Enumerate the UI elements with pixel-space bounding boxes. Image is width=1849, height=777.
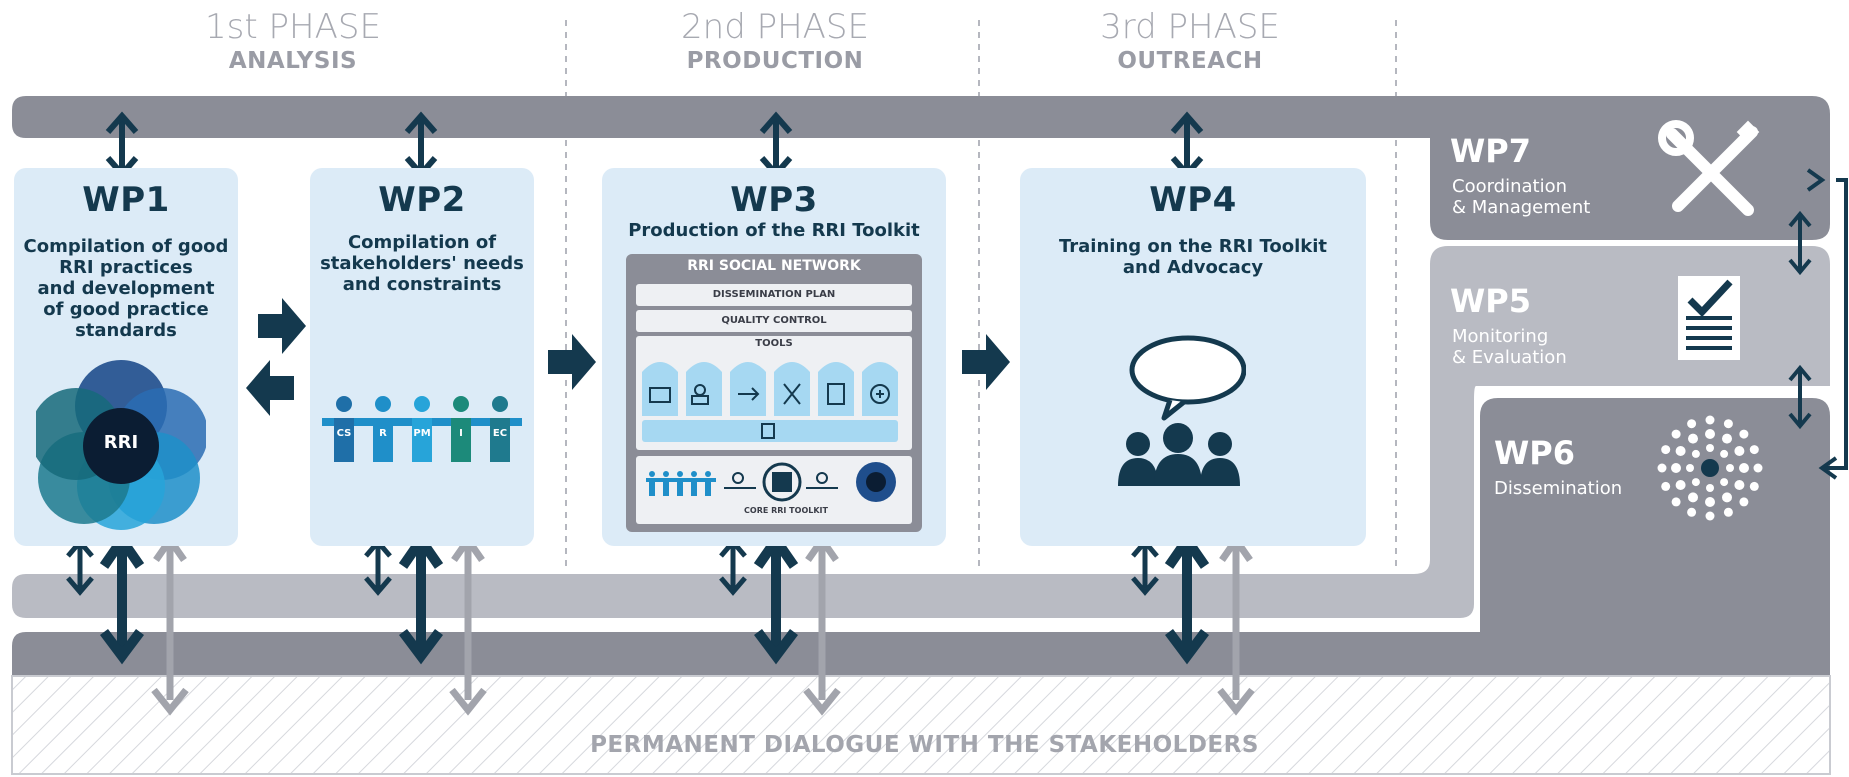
phase-2-header: 2nd PHASE PRODUCTION — [670, 8, 880, 76]
phase-3-number: 3rd PHASE — [1100, 7, 1280, 47]
wp2-card: WP2 Compilation of stakeholders' needs a… — [310, 168, 534, 546]
wp6-title: WP6 — [1494, 434, 1576, 472]
rri-logo-text: RRI — [103, 432, 139, 453]
core-toolkit-diagram — [646, 462, 896, 502]
flow-arrows — [246, 298, 1010, 416]
wp2-desc-line: and constraints — [342, 274, 502, 295]
phase-1-name: ANALYSIS — [228, 48, 358, 74]
wp1-desc-line: of good practice — [43, 299, 209, 320]
wp2-title: WP2 — [378, 180, 466, 220]
wp1-title: WP1 — [82, 180, 170, 220]
wp2-desc-line: Compilation of — [347, 232, 497, 253]
wp5-desc-line: Monitoring — [1452, 326, 1549, 347]
stakeholder-label: PM — [413, 428, 431, 439]
wp7-desc-line: Coordination — [1452, 176, 1568, 197]
wp7-band — [12, 96, 1830, 240]
wp1-desc-line: RRI practices — [59, 257, 193, 278]
wp3-title: WP3 — [730, 180, 818, 220]
wp1-desc-line: and development — [37, 278, 215, 299]
wp7-desc-line: & Management — [1452, 197, 1591, 218]
wp4-desc-line: and Advocacy — [1122, 257, 1264, 278]
wp5-band — [12, 246, 1830, 618]
toolkit-core-label: CORE RRI TOOLKIT — [744, 506, 828, 515]
stakeholder-label: CS — [336, 428, 352, 439]
wp5-desc-line: & Evaluation — [1452, 347, 1567, 368]
stakeholder-label: EC — [492, 428, 508, 439]
toolkit-row: QUALITY CONTROL — [636, 310, 912, 332]
wp5-description: Monitoring & Evaluation — [1452, 326, 1567, 368]
stakeholders-group-icon — [322, 396, 522, 462]
side-connectors — [1788, 168, 1848, 480]
wp1-description: Compilation of good RRI practices and de… — [20, 236, 232, 341]
wp4-desc-line: Training on the RRI Toolkit — [1058, 236, 1327, 257]
bottom-arrows — [66, 531, 1255, 716]
wp4-description: Training on the RRI Toolkit and Advocacy — [1026, 236, 1360, 278]
phase-2-name: PRODUCTION — [686, 48, 864, 74]
phase-1-header: 1st PHASE ANALYSIS — [200, 8, 386, 76]
wp1-desc-line: Compilation of good — [23, 236, 229, 257]
wp6-band — [12, 398, 1830, 676]
toolkit-title: RRI SOCIAL NETWORK — [687, 258, 861, 274]
wp2-desc-line: stakeholders' needs — [320, 253, 524, 274]
wp2-description: Compilation of stakeholders' needs and c… — [316, 232, 528, 295]
toolkit-tools-label: TOOLS — [755, 338, 793, 349]
toolkit-tools-icons — [642, 362, 898, 442]
phase-dividers — [565, 20, 1397, 570]
wp3-description: Production of the RRI Toolkit — [608, 220, 940, 241]
stakeholder-dialogue-label: PERMANENT DIALOGUE WITH THE STAKEHOLDERS — [590, 732, 1259, 758]
phase-1-number: 1st PHASE — [205, 7, 381, 47]
stakeholder-label: I — [459, 428, 463, 439]
speech-audience-icon — [1118, 335, 1246, 486]
wp6-desc-line: Dissemination — [1494, 478, 1623, 499]
wp7-description: Coordination & Management — [1452, 176, 1590, 218]
checklist-icon — [1678, 276, 1740, 360]
rri-flower-logo — [36, 360, 206, 530]
wp6-description: Dissemination — [1494, 478, 1622, 499]
phase-3-name: OUTREACH — [1117, 48, 1263, 74]
wp1-desc-line: standards — [75, 320, 177, 341]
phase-3-header: 3rd PHASE OUTREACH — [1090, 8, 1290, 76]
stakeholder-label: R — [379, 428, 387, 439]
phase-2-number: 2nd PHASE — [681, 7, 869, 47]
stakeholder-dialogue-area — [11, 675, 1831, 775]
toolkit-row: DISSEMINATION PLAN — [636, 284, 912, 306]
dissemination-icon — [1657, 415, 1763, 521]
wp3-desc-line: Production of the RRI Toolkit — [628, 220, 920, 241]
wp4-title: WP4 — [1149, 180, 1237, 220]
wp7-title: WP7 — [1450, 132, 1532, 170]
wp5-title: WP5 — [1450, 282, 1532, 320]
